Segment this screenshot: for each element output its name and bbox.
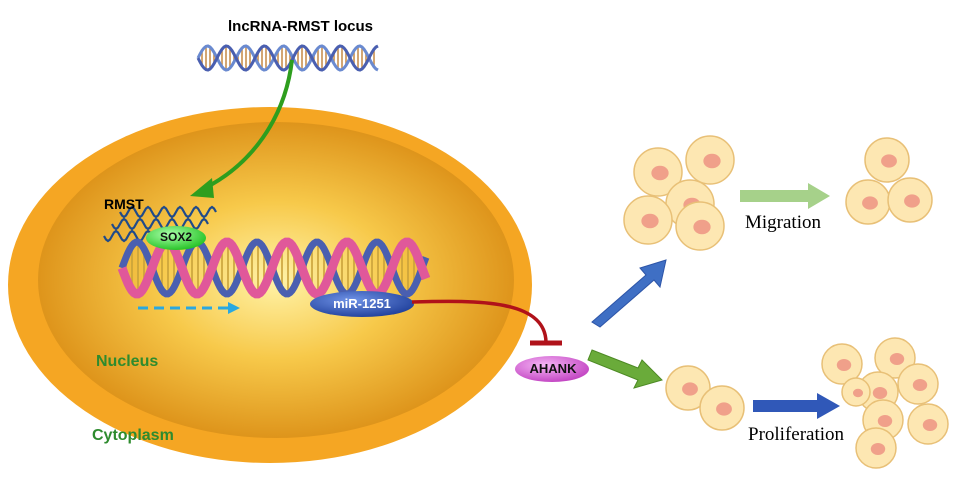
- cell-nucleus: [716, 402, 732, 416]
- nucleus-label: Nucleus: [96, 353, 159, 370]
- cell-nucleus: [852, 388, 864, 398]
- sox2-label: SOX2: [159, 230, 192, 244]
- cell-nucleus: [836, 359, 852, 371]
- ahank-label: AHANK: [529, 361, 577, 376]
- cell-cluster-before-migration: [623, 135, 735, 251]
- cell-cluster-before-proliferation: [665, 365, 745, 431]
- cell-nucleus: [870, 443, 886, 455]
- migration-label: Migration: [745, 212, 821, 233]
- cell-nucleus: [693, 219, 711, 235]
- cell-nucleus: [872, 387, 888, 399]
- cytoplasm-label: Cytoplasm: [92, 427, 174, 444]
- rmst-label: RMST: [104, 196, 144, 212]
- rmst-strand: [119, 205, 217, 219]
- lncrna-rmst-locus-label: lncRNA-RMST locus: [228, 18, 374, 35]
- proliferation-arrow-head: [817, 393, 840, 419]
- migration-arrow-shaft: [740, 190, 808, 202]
- transcription-arrow: [204, 59, 294, 190]
- transcription-direction-arrowhead: [228, 302, 240, 314]
- cell-nucleus: [922, 419, 938, 431]
- mir-1251: [310, 291, 414, 317]
- cell-nucleus: [904, 194, 920, 208]
- migration-arrow-head: [808, 183, 830, 209]
- cell-nucleus: [862, 196, 878, 210]
- proliferation-pathway-arrow: [587, 349, 663, 389]
- cell-nucleus: [641, 213, 659, 229]
- inhibition-line: [411, 299, 548, 343]
- cell-nucleus: [682, 382, 698, 396]
- rmst-strand: [111, 217, 209, 231]
- ahank-protein: [515, 356, 589, 382]
- mir-1251-label: miR-1251: [333, 296, 391, 311]
- cell-cluster-after-proliferation: [821, 337, 949, 469]
- cell-cluster-after-migration: [845, 137, 933, 225]
- proliferation-label: Proliferation: [748, 424, 845, 445]
- migration-pathway-arrow: [591, 259, 667, 328]
- proliferation-arrow-shaft: [753, 400, 817, 412]
- cell-nucleus: [881, 154, 897, 168]
- cell-nucleus: [912, 379, 928, 391]
- cell-nucleus: [877, 415, 893, 427]
- cell-nucleus: [651, 165, 669, 181]
- lncrna-locus-dna: [196, 44, 379, 72]
- locus-dna-strand: [196, 44, 379, 72]
- transcription-arrowhead: [190, 178, 214, 198]
- sox2-protein: [146, 226, 206, 250]
- locus-dna-strand: [196, 44, 379, 72]
- cell-nucleus: [703, 153, 721, 169]
- cell-nucleus: [889, 353, 905, 365]
